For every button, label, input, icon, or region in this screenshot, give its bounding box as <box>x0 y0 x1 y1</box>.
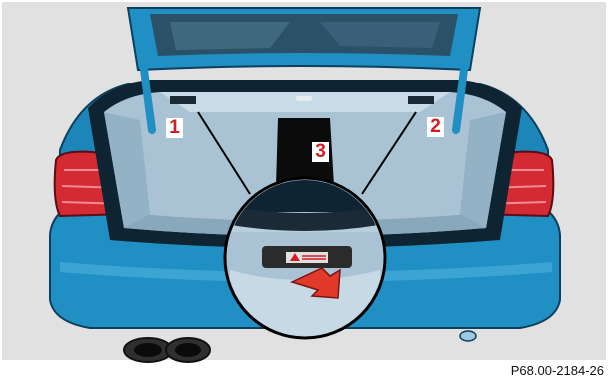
trunk-light <box>296 96 312 101</box>
left-hinge-bracket <box>170 96 196 104</box>
tow-hook-cover <box>460 331 476 341</box>
callout-label-3: 3 <box>312 142 329 162</box>
callout-label-2: 2 <box>427 117 444 137</box>
figure-code: P68.00-2184-26 <box>511 363 604 379</box>
right-hinge-bracket <box>408 96 434 104</box>
trunk-interior-top <box>160 92 450 112</box>
right-exhaust-opening <box>175 343 201 357</box>
left-exhaust-opening <box>134 343 162 357</box>
callout-label-1: 1 <box>166 118 183 138</box>
